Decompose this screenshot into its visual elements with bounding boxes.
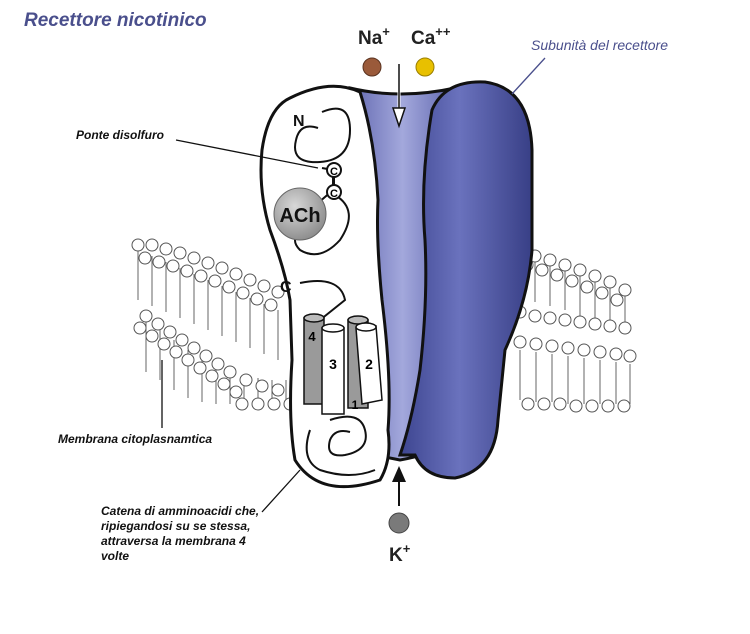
k-charge: +	[402, 541, 411, 556]
ach-ligand	[273, 187, 327, 241]
membrane-right	[513, 245, 637, 413]
ca-ion-label: Ca++	[411, 24, 450, 50]
n-terminal-label: N	[293, 113, 305, 130]
ca-charge: ++	[435, 24, 451, 39]
helices	[303, 313, 383, 415]
helix-label-3: 3	[329, 356, 337, 372]
ion-efflux-arrow	[392, 466, 406, 506]
helix-2	[355, 322, 383, 405]
receptor-subunit-right	[397, 80, 534, 480]
helix-label-2: 2	[365, 356, 373, 372]
k-ion-label: K+	[389, 541, 410, 567]
c-terminal-label: C	[280, 279, 292, 296]
subunit-leader-line	[511, 57, 546, 95]
helix-3	[321, 323, 345, 415]
helix-label-4: 4	[308, 329, 316, 344]
helix-4	[303, 313, 325, 405]
na-charge: +	[382, 24, 390, 39]
ach-label: ACh	[279, 205, 320, 227]
leader-lines	[161, 139, 319, 513]
chain-label: Catena di amminoacidi che, ripiegandosi …	[101, 504, 260, 563]
diagram-title: Recettore nicotinico	[24, 10, 207, 31]
disulfide-label: Ponte disolfuro	[76, 128, 164, 142]
disulfide-bridge	[326, 162, 342, 200]
helix-label-1: 1	[352, 398, 359, 412]
membrane-left	[131, 238, 297, 411]
subunit-label: Subunità del recettore	[531, 37, 668, 53]
na-symbol: Na	[358, 28, 383, 49]
cys-2-label: C	[330, 188, 338, 200]
na-ion-sphere	[362, 57, 382, 77]
ca-ion-sphere	[415, 57, 435, 77]
na-ion-label: Na+	[358, 24, 390, 50]
k-symbol: K	[389, 545, 403, 566]
membrane-label: Membrana citoplasnamtica	[58, 432, 213, 446]
k-ion-sphere	[388, 512, 410, 534]
cys-1-label: C	[330, 166, 338, 178]
ion-influx-arrow	[391, 64, 407, 129]
ca-symbol: Ca	[411, 28, 436, 49]
